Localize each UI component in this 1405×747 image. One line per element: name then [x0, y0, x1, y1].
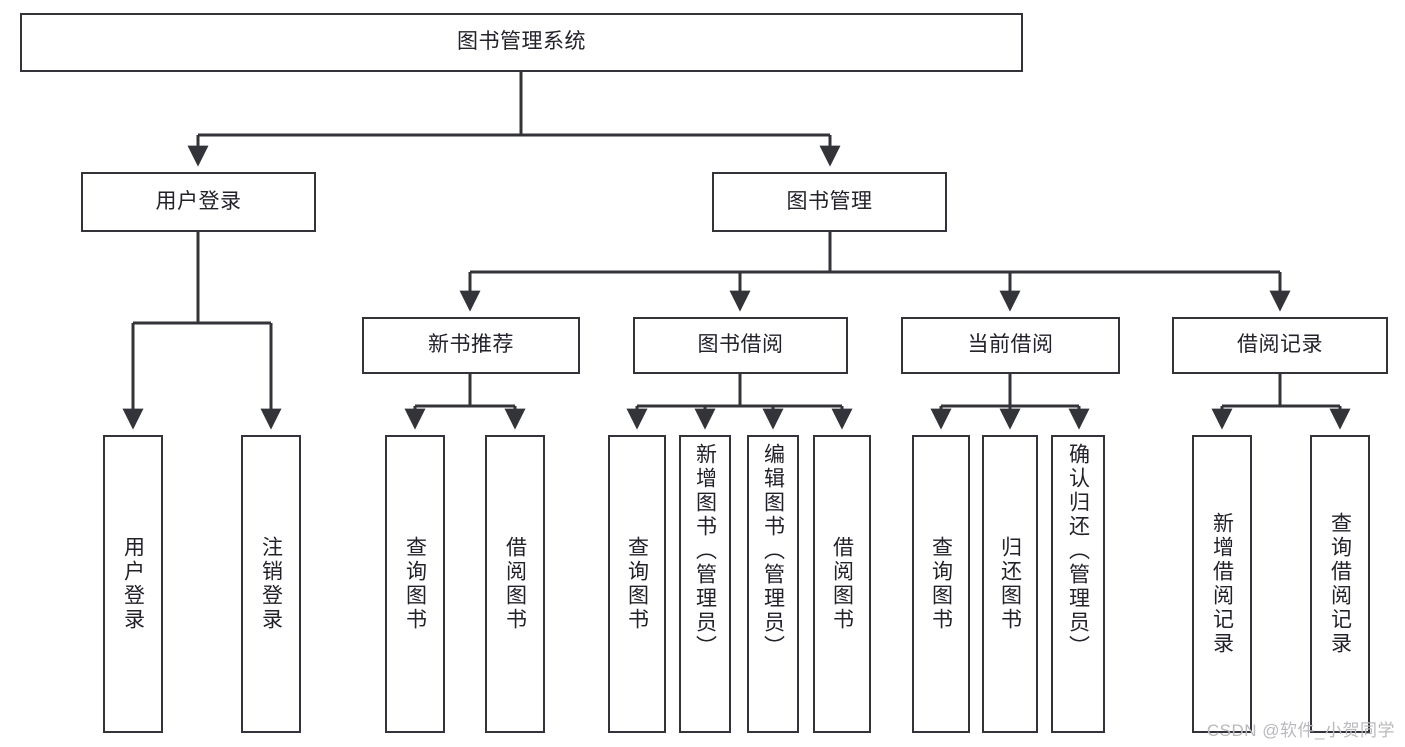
node-borrow-record[interactable]: 借阅记录: [1172, 317, 1388, 374]
node-book-management[interactable]: 图书管理: [712, 172, 947, 232]
leaf-current-borrow-return-book[interactable]: 归还图书: [982, 435, 1038, 733]
leaf-book-borrow-edit-book-admin[interactable]: 编辑图书（管理员）: [747, 435, 799, 733]
leaf-borrow-record-query-record[interactable]: 查询借阅记录: [1310, 435, 1370, 733]
node-current-borrow[interactable]: 当前借阅: [901, 317, 1120, 374]
node-label: 图书管理: [786, 189, 873, 213]
node-label: 查询图书: [929, 536, 953, 632]
node-label: 归还图书: [998, 536, 1022, 632]
leaf-user-login-signout[interactable]: 注销登录: [241, 435, 301, 733]
node-user-login[interactable]: 用户登录: [81, 172, 316, 232]
node-book-borrow[interactable]: 图书借阅: [633, 317, 848, 374]
node-label: 编辑图书（管理员）: [761, 443, 785, 659]
node-label: 用户登录: [155, 189, 242, 213]
node-root-book-management-system[interactable]: 图书管理系统: [20, 13, 1023, 72]
leaf-borrow-record-add-record[interactable]: 新增借阅记录: [1192, 435, 1252, 733]
csdn-watermark: CSDN @软件_小贺同学: [1206, 721, 1395, 740]
node-label: 新增借阅记录: [1210, 512, 1234, 656]
node-label: 确认归还（管理员）: [1066, 443, 1090, 659]
node-label: 用户登录: [121, 536, 145, 632]
leaf-book-borrow-query-book[interactable]: 查询图书: [608, 435, 666, 733]
node-label: 借阅记录: [1237, 333, 1323, 357]
node-label: 查询图书: [403, 536, 427, 632]
leaf-user-login-signin[interactable]: 用户登录: [103, 435, 163, 733]
leaf-new-book-query-book[interactable]: 查询图书: [385, 435, 445, 733]
leaf-current-borrow-confirm-return-admin[interactable]: 确认归还（管理员）: [1051, 435, 1105, 733]
node-label: 借阅图书: [830, 536, 854, 632]
leaf-new-book-borrow-book[interactable]: 借阅图书: [485, 435, 545, 733]
node-label: 图书管理系统: [457, 30, 586, 54]
node-label: 查询图书: [625, 536, 649, 632]
node-label: 新书推荐: [428, 333, 514, 357]
leaf-current-borrow-query-book[interactable]: 查询图书: [912, 435, 970, 733]
leaf-book-borrow-borrow-book[interactable]: 借阅图书: [813, 435, 871, 733]
node-label: 查询借阅记录: [1328, 512, 1352, 656]
node-label: 图书借阅: [697, 333, 784, 357]
node-label: 借阅图书: [503, 536, 527, 632]
node-label: 当前借阅: [967, 333, 1054, 357]
node-label: 注销登录: [259, 536, 283, 632]
node-new-book-recommend[interactable]: 新书推荐: [362, 317, 580, 374]
leaf-book-borrow-add-book-admin[interactable]: 新增图书（管理员）: [679, 435, 731, 733]
node-label: 新增图书（管理员）: [693, 443, 717, 659]
